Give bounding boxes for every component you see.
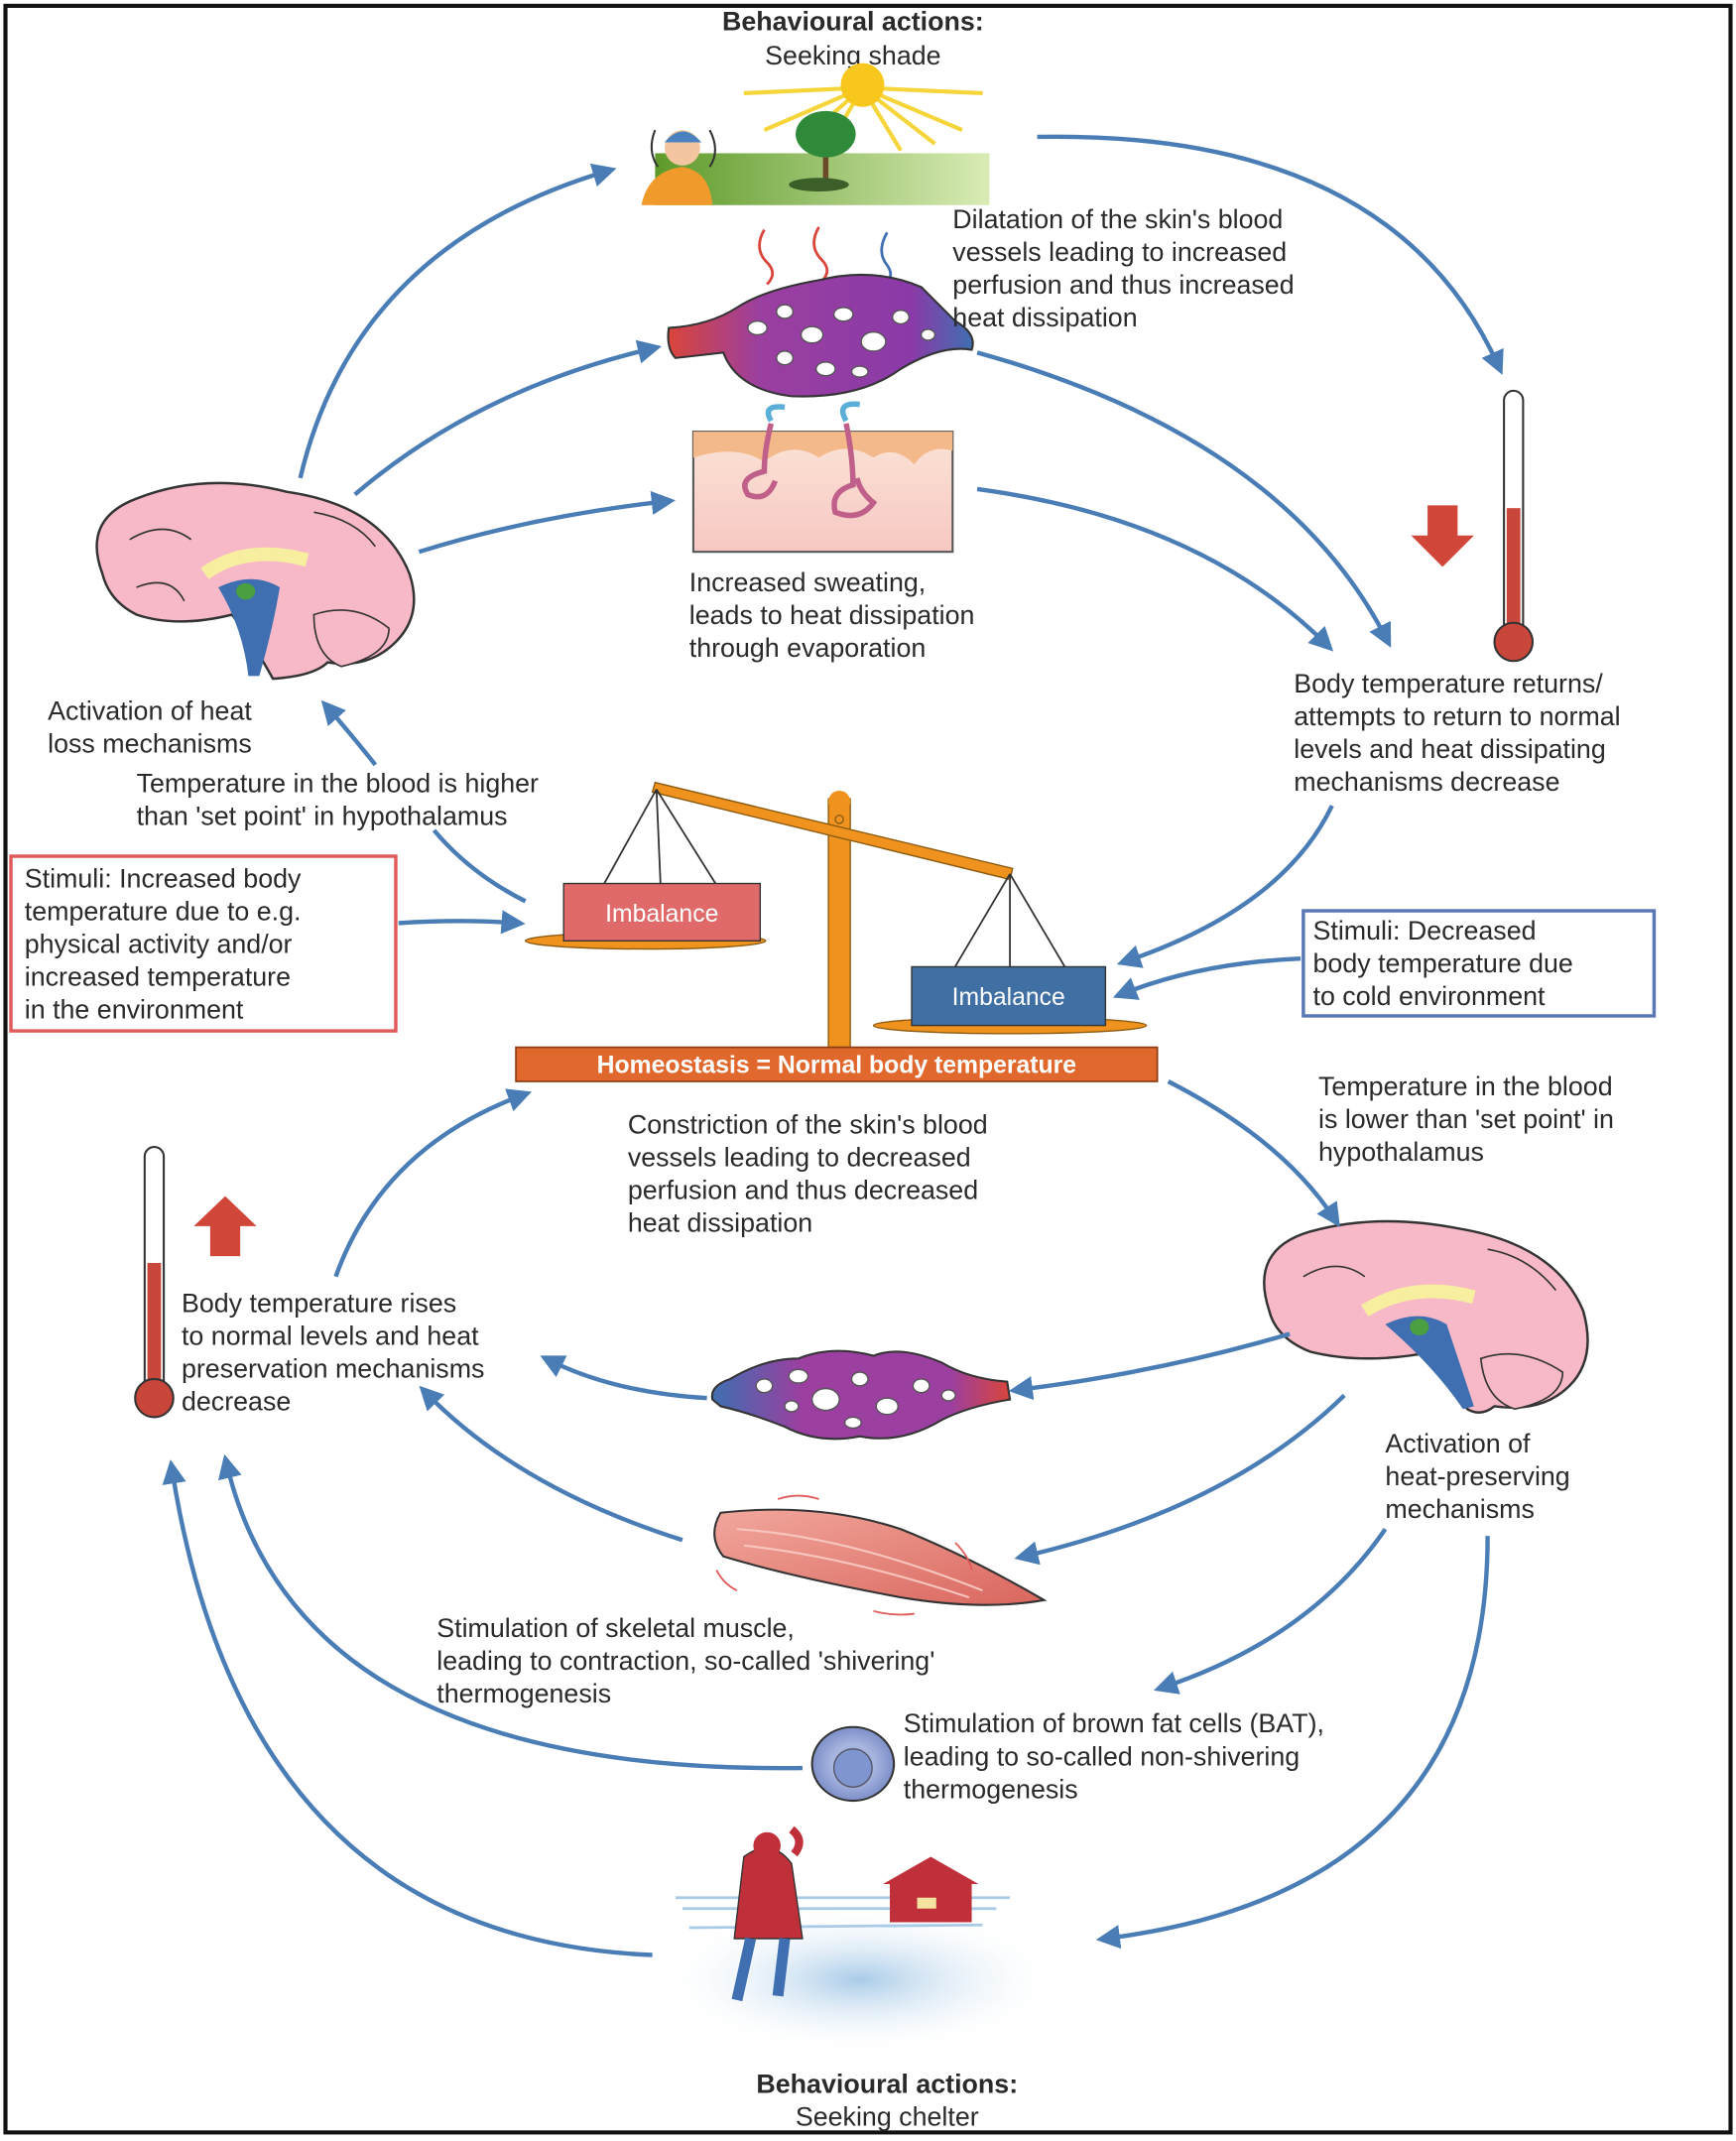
brain-icon — [1263, 1219, 1589, 1414]
bat-label: Stimulation of brown fat cells (BAT), le… — [904, 1708, 1332, 1804]
arrow-dilatation-to-returns — [976, 350, 1392, 648]
bottom-title-subtitle: Seeking chelter — [796, 2101, 979, 2131]
arrow-brain-to-bat — [1153, 1528, 1388, 1695]
arrow-brain-to-muscle — [1014, 1393, 1346, 1566]
arrow-stimuli-increased-to-scale — [398, 910, 526, 935]
arrow-temp-higher-to-activation — [320, 699, 378, 767]
arrow-brain-to-dilatation — [353, 339, 663, 497]
sweating-skin-icon — [691, 401, 954, 554]
temp-lower-label: Temperature in the blood is lower than '… — [1318, 1071, 1621, 1167]
stimuli-decreased-label: Stimuli: Decreased body temperature due … — [1313, 916, 1581, 1011]
arrow-stimuli-decreased-to-scale — [1112, 955, 1302, 1000]
constricted-blood-vessel-icon — [710, 1349, 1012, 1441]
arrow-brain-to-shelter — [1095, 1536, 1490, 1950]
arrow-shade-to-thermometer — [1037, 134, 1504, 375]
up-arrow-icon — [193, 1196, 257, 1257]
brown-fat-cell-icon — [810, 1725, 896, 1803]
heat-loss-activation-label: Activation of heat loss mechanisms — [48, 695, 259, 758]
arrow-returns-to-scale — [1116, 805, 1334, 968]
imbalance-hot-box — [562, 882, 762, 942]
imbalance-cold-label: Imbalance — [952, 984, 1065, 1011]
top-title-heading: Behavioural actions: — [722, 7, 984, 37]
sweating-label: Increased sweating, leads to heat dissip… — [689, 567, 982, 663]
arrow-sweating-to-returns — [976, 486, 1334, 652]
temp-higher-label: Temperature in the blood is higher than … — [137, 768, 547, 830]
thermometer-icon — [1493, 389, 1535, 663]
imbalance-cold-box — [911, 965, 1107, 1027]
homeostasis-label: Homeostasis = Normal body temperature — [597, 1053, 1076, 1079]
arrow-shelter-to-thermometer — [162, 1459, 653, 1957]
heat-preserving-activation-label: Activation of heat-preserving mechanisms — [1385, 1429, 1577, 1524]
down-arrow-icon — [1411, 505, 1474, 567]
skeletal-muscle-icon — [713, 1494, 1048, 1616]
line-imbalance-to-temp-higher — [432, 828, 527, 904]
temp-rises-label: Body temperature rises to normal levels … — [182, 1289, 492, 1417]
homeostasis-bar — [515, 1046, 1159, 1082]
arrow-brain-to-shade — [298, 163, 617, 479]
thermometer-icon — [134, 1146, 175, 1419]
arrow-bat-to-thermometer — [217, 1453, 803, 1771]
shivering-label: Stimulation of skeletal muscle, leading … — [436, 1613, 942, 1708]
constriction-label: Constriction of the skin's blood vessels… — [628, 1109, 995, 1237]
bottom-title-heading: Behavioural actions: — [756, 2069, 1018, 2098]
dilated-blood-vessel-icon — [667, 226, 974, 398]
imbalance-hot-label: Imbalance — [605, 901, 718, 928]
cold-wind-scene-icon — [655, 1826, 1065, 2055]
arrow-brain-to-constriction — [1008, 1331, 1291, 1401]
stimuli-increased-label: Stimuli: Increased body temperature due … — [25, 864, 309, 1025]
stimuli-increased-box — [9, 854, 398, 1033]
arrow-rises-to-homeostasis — [333, 1088, 533, 1278]
arrow-constriction-to-rises — [540, 1355, 707, 1401]
arrow-brain-to-sweating — [418, 490, 677, 555]
arrow-muscle-to-rises — [419, 1385, 683, 1543]
arrow-homeostasis-to-temp-lower — [1167, 1079, 1340, 1228]
sun-shade-scene-icon — [641, 63, 990, 205]
dilatation-label: Dilatation of the skin's blood vessels l… — [952, 204, 1302, 332]
temp-returns-label: Body temperature returns/ attempts to re… — [1294, 669, 1628, 797]
flow-arrows — [162, 134, 1504, 1957]
stimuli-decreased-box — [1302, 909, 1657, 1018]
brain-icon — [95, 481, 416, 681]
